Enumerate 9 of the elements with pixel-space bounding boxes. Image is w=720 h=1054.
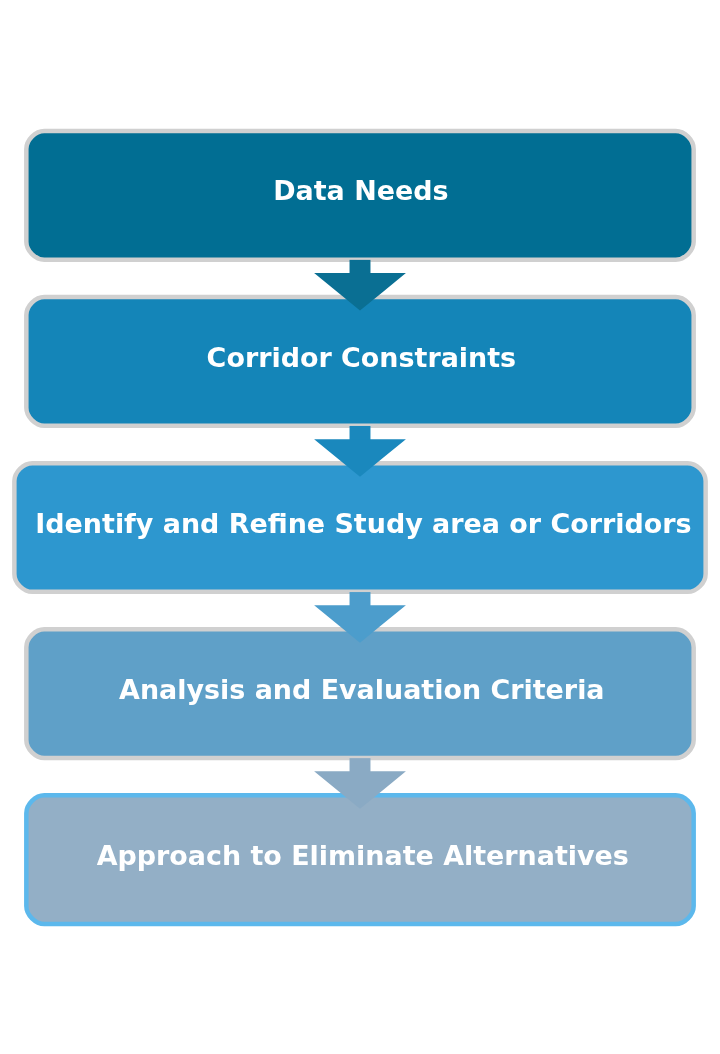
node-box: Corridor Constraints <box>24 294 696 428</box>
node-box: Approach to Eliminate Alternatives <box>24 792 696 926</box>
node-box: Data Needs <box>24 128 696 262</box>
node-box: Identify and Refine Study area or Corridors <box>12 460 708 594</box>
arrow <box>314 259 406 311</box>
arrow <box>314 591 406 643</box>
arrow <box>314 757 406 809</box>
arrow <box>314 425 406 477</box>
node-box: Analysis and Evaluation Criteria <box>24 626 696 760</box>
